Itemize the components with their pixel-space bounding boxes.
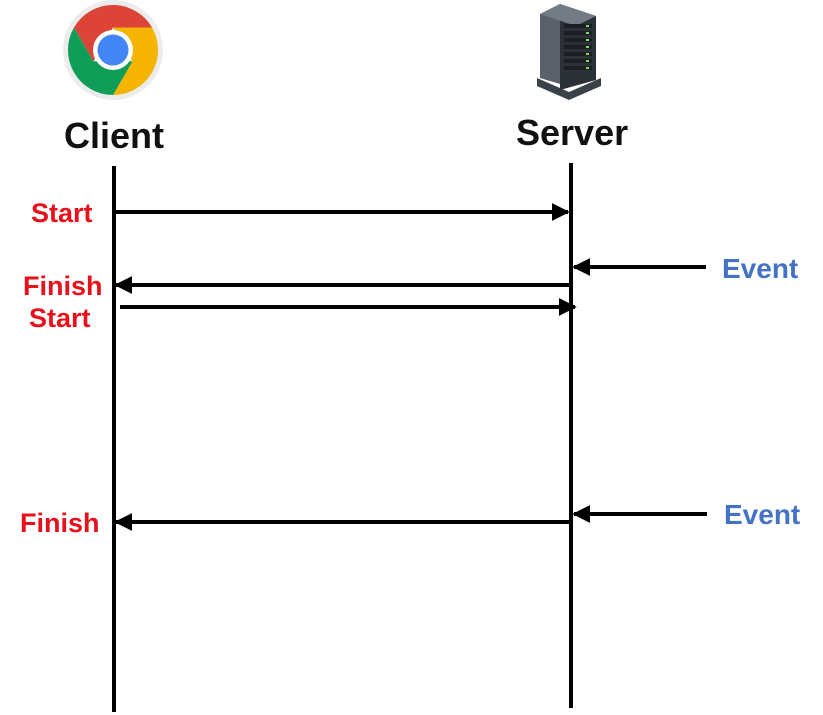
- finish-label-2: Finish: [20, 508, 100, 538]
- chrome-browser-icon: [63, 0, 163, 100]
- start-label-2: Start: [29, 303, 91, 333]
- client-label: Client: [64, 115, 165, 156]
- server-label: Server: [516, 112, 629, 153]
- event-label-1: Event: [722, 253, 799, 284]
- server-rack-icon: [534, 0, 604, 100]
- event-label-2: Event: [724, 499, 801, 530]
- finish-label-1: Finish: [23, 271, 103, 301]
- start-label-1: Start: [31, 198, 93, 228]
